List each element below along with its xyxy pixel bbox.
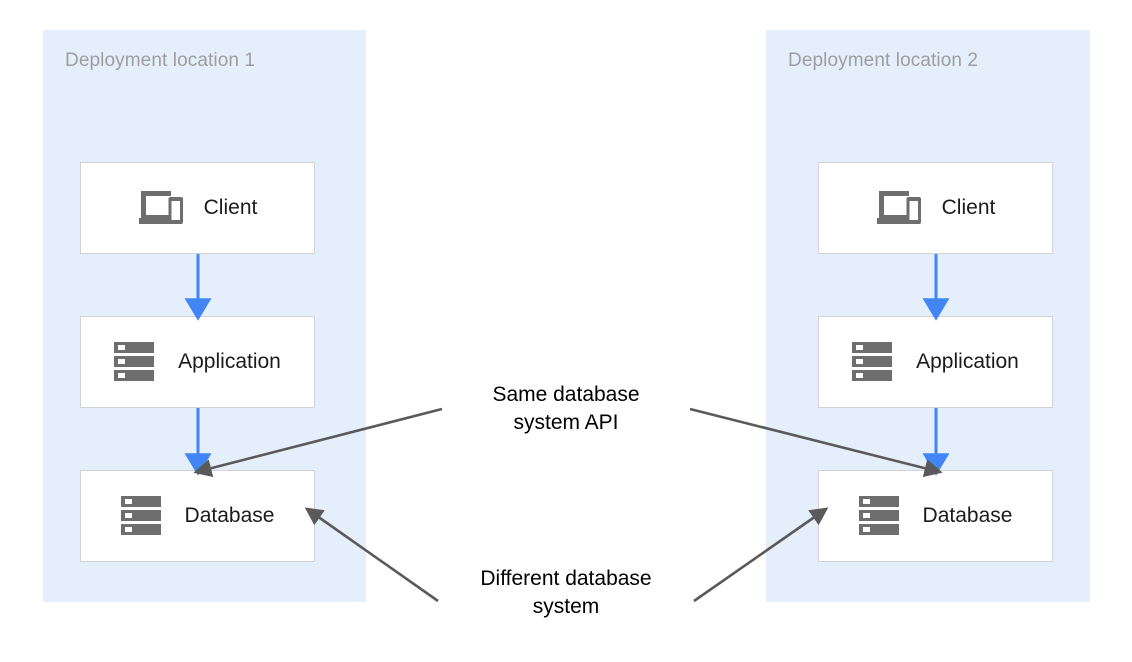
node-database-location-2[interactable]: Database: [818, 470, 1053, 562]
server-icon: [852, 341, 896, 383]
node-label-application-location-2: Application: [916, 350, 1019, 373]
node-application-location-2[interactable]: Application: [818, 316, 1053, 408]
panel-title-deployment-location-1: Deployment location 1: [65, 50, 256, 71]
server-icon: [858, 495, 903, 537]
node-label-client-location-1: Client: [203, 196, 258, 219]
annotation-label-same-api: Same database system API: [492, 383, 640, 434]
server-icon: [120, 495, 165, 537]
devices-icon: [138, 188, 184, 228]
node-label-database-location-2: Database: [922, 504, 1013, 527]
node-client-location-2[interactable]: Client: [818, 162, 1053, 254]
node-database-location-1[interactable]: Database: [80, 470, 315, 562]
node-client-location-1[interactable]: Client: [80, 162, 315, 254]
annotation-label-different-system: Different database system: [480, 567, 652, 618]
server-icon: [114, 341, 158, 383]
node-label-database-location-1: Database: [184, 504, 275, 527]
panel-title-deployment-location-2: Deployment location 2: [788, 50, 979, 71]
node-label-client-location-2: Client: [941, 196, 996, 219]
node-application-location-1[interactable]: Application: [80, 316, 315, 408]
devices-icon: [876, 188, 922, 228]
node-label-application-location-1: Application: [178, 350, 281, 373]
